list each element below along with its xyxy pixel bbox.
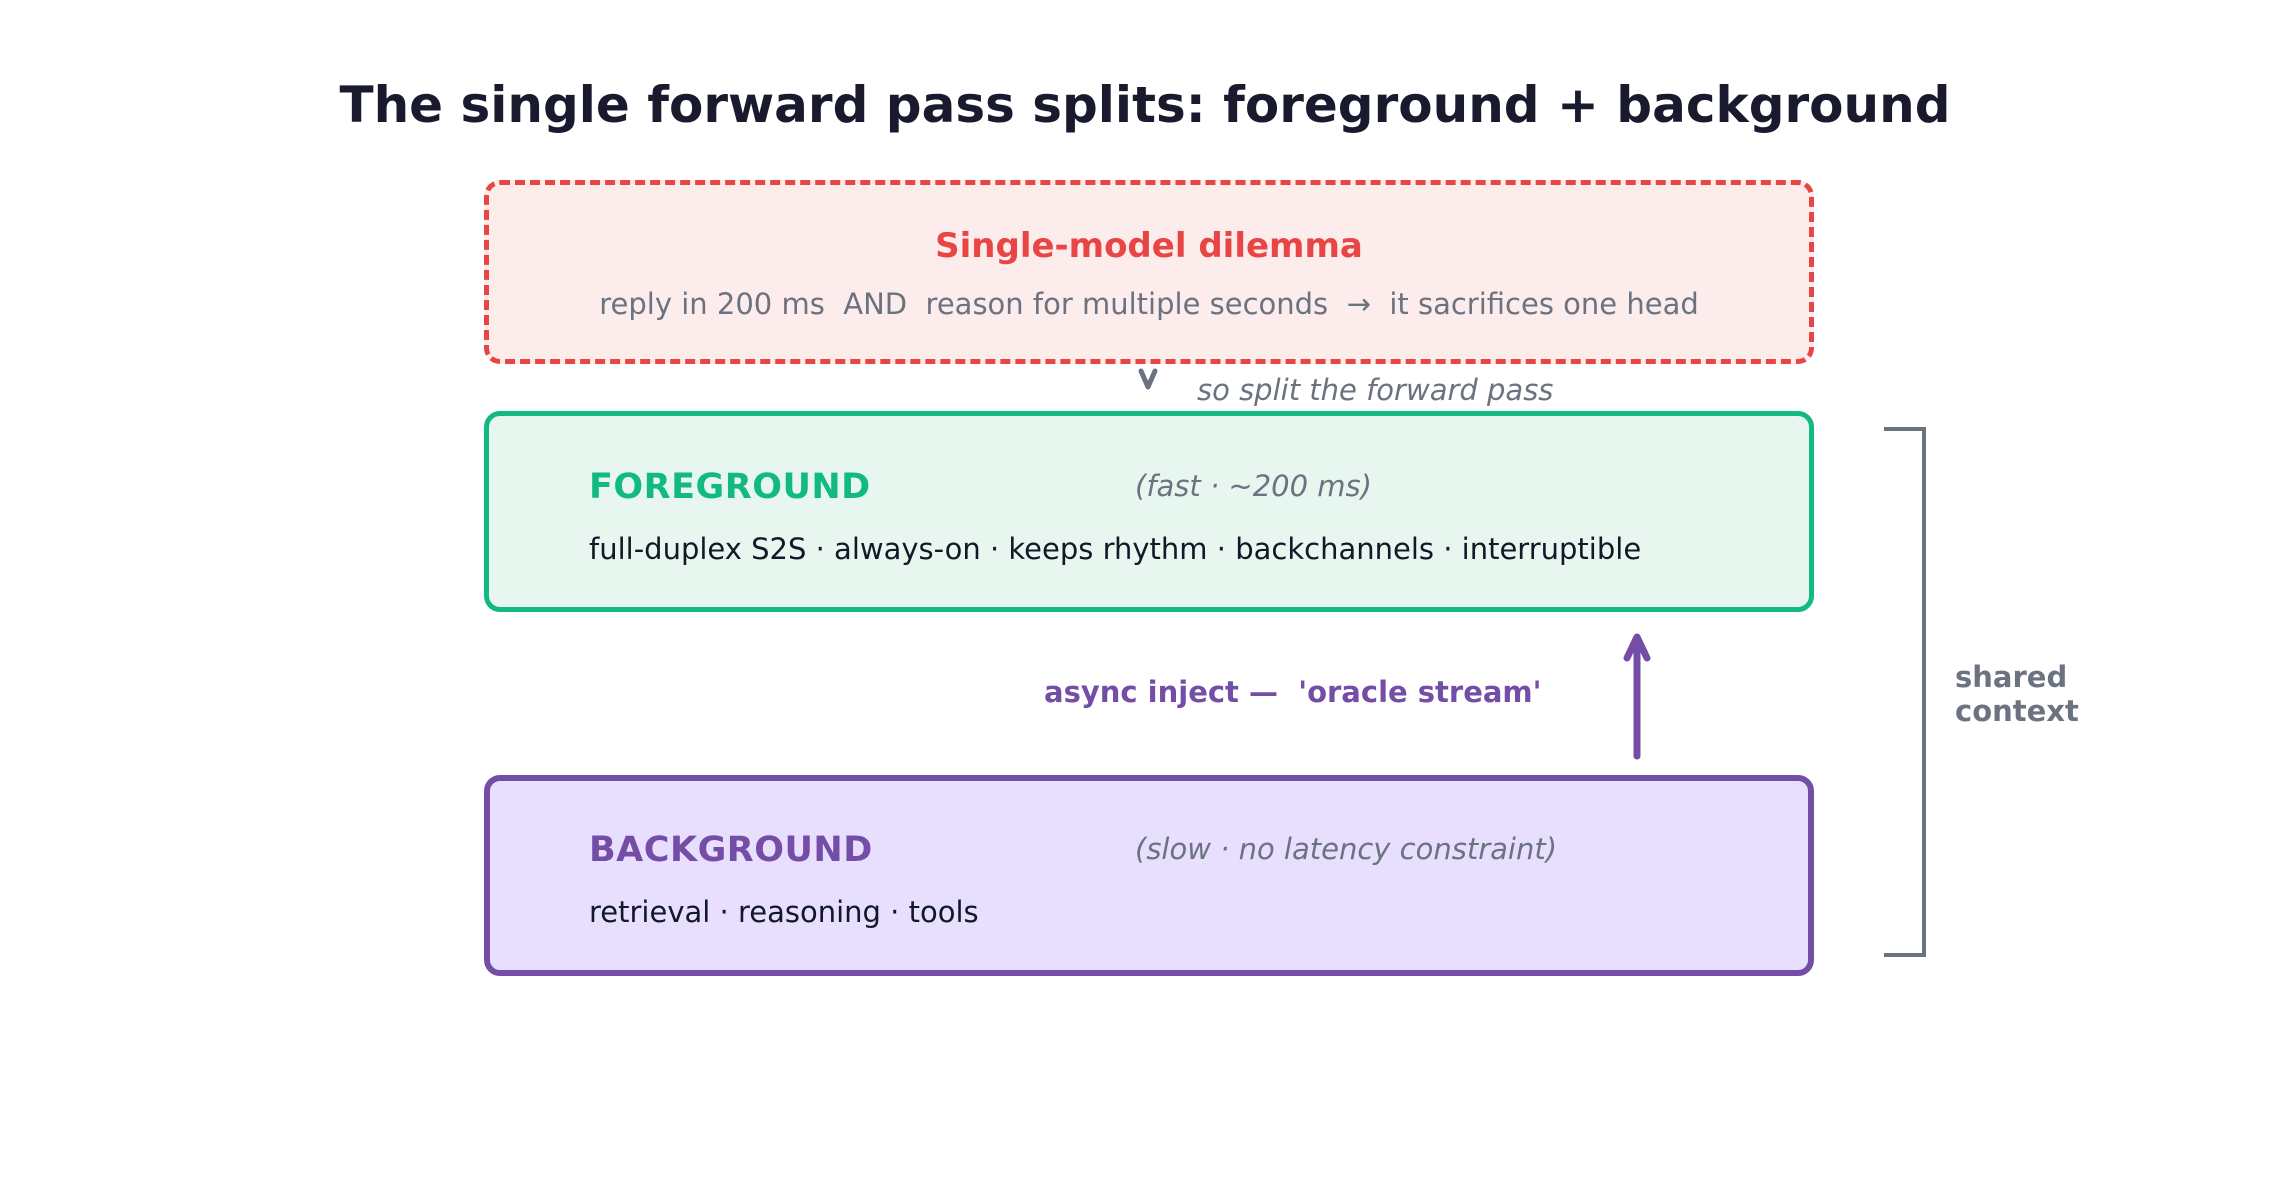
background-note: (slow · no latency constraint) bbox=[1135, 832, 1558, 866]
split-chevron-icon bbox=[1138, 368, 1158, 390]
foreground-box bbox=[484, 411, 1814, 612]
dilemma-heading: Single-model dilemma bbox=[935, 226, 1363, 266]
inject-arrow-head-icon bbox=[1623, 633, 1651, 662]
shared-context-label: shared context bbox=[1955, 660, 2079, 728]
dilemma-box bbox=[484, 180, 1814, 364]
dilemma-body: reply in 200 ms AND reason for multiple … bbox=[599, 287, 1699, 321]
foreground-heading: FOREGROUND bbox=[589, 467, 871, 507]
shared-context-bracket bbox=[1884, 427, 1926, 957]
shared-context-line1: shared bbox=[1955, 660, 2068, 694]
inject-label: async inject — 'oracle stream' bbox=[1044, 675, 1542, 709]
foreground-body: full-duplex S2S · always-on · keeps rhyt… bbox=[589, 532, 1642, 566]
split-label: so split the forward pass bbox=[1197, 373, 1554, 407]
background-box bbox=[484, 775, 1814, 976]
background-body: retrieval · reasoning · tools bbox=[589, 895, 979, 929]
shared-context-line2: context bbox=[1955, 694, 2079, 728]
background-heading: BACKGROUND bbox=[589, 830, 873, 870]
diagram-title: The single forward pass splits: foregrou… bbox=[339, 76, 1951, 134]
foreground-note: (fast · ~200 ms) bbox=[1135, 469, 1372, 503]
